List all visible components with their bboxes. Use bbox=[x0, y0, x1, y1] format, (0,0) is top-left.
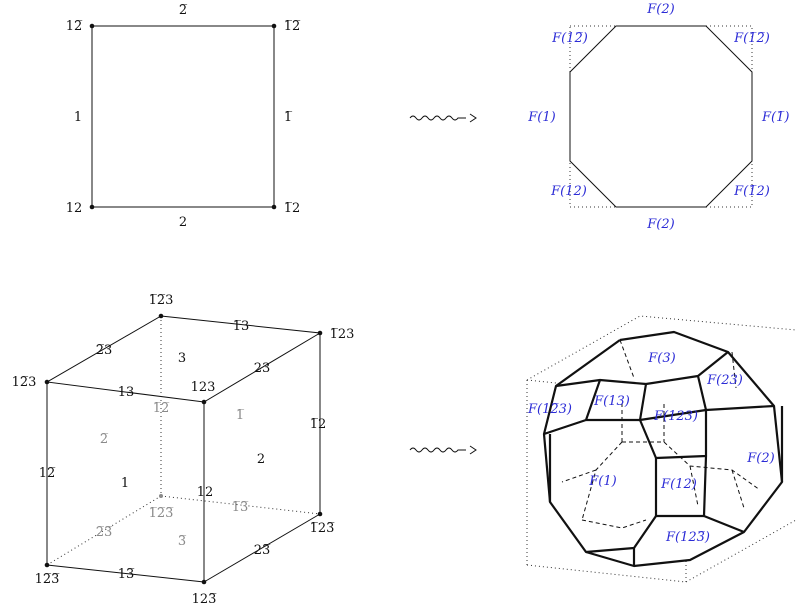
bounding-box-edge bbox=[526, 519, 796, 583]
hidden-edge bbox=[731, 351, 737, 389]
cube-vertex-label: 12̅3 bbox=[12, 375, 37, 390]
arrow-head bbox=[469, 445, 477, 455]
cube-vertex bbox=[44, 379, 50, 385]
square-vertex-bl-label: 12 bbox=[66, 201, 83, 216]
octagon-outline bbox=[569, 25, 753, 208]
cube-edge bbox=[203, 513, 321, 583]
square-vertex-tr-label: 1̅2̅ bbox=[284, 19, 301, 34]
octagon-face-bottom-label: F(2) bbox=[646, 217, 674, 232]
cube-face-label: 3 bbox=[178, 351, 186, 366]
octagon-bounding-box bbox=[569, 25, 753, 208]
square-vertex bbox=[89, 23, 95, 29]
square-vertex-tl-label: 12̅ bbox=[66, 19, 83, 34]
cube-hidden-edge bbox=[160, 495, 321, 515]
square-vertex-br-label: 1̅2 bbox=[284, 201, 301, 216]
cube-hidden-face-label: 2̅ bbox=[100, 432, 108, 447]
visible-edge bbox=[585, 515, 657, 554]
cube-hidden-edge-label: 1̅2̅ bbox=[153, 401, 170, 416]
face-label: F(1) bbox=[588, 474, 616, 489]
face-label: F(13) bbox=[593, 394, 630, 409]
cube-edge-label: 23 bbox=[254, 361, 271, 376]
wavy-arrow-shaft bbox=[409, 115, 466, 121]
square-diagram: 12̅ 1̅2̅ 12 1̅2 2̅ 2 1 1̅ bbox=[66, 3, 301, 230]
square-vertex bbox=[271, 204, 277, 210]
square-edge-top-label: 2̅ bbox=[179, 3, 187, 18]
cube-hidden-vertex bbox=[159, 494, 163, 498]
face-label: F(12) bbox=[660, 477, 697, 492]
cube-face-label: 2 bbox=[257, 452, 265, 467]
octagon-face-br-label: F(1̅2) bbox=[733, 184, 770, 199]
arrow-head bbox=[469, 113, 477, 123]
cube-hidden-edge-label: 2̅3̅ bbox=[96, 525, 113, 540]
square-vertex bbox=[89, 204, 95, 210]
cube-edge-label: 12 bbox=[197, 485, 214, 500]
cube-edge-label: 1̅3 bbox=[233, 319, 250, 334]
bounding-box-edge bbox=[526, 315, 796, 381]
arrow-top bbox=[409, 113, 477, 123]
hidden-edge bbox=[581, 519, 647, 529]
octagon-face-bl-label: F(12) bbox=[550, 184, 587, 199]
cube-vertex-label: 12̅3̅ bbox=[35, 572, 60, 587]
cube-edge-label: 13 bbox=[118, 385, 135, 400]
octagon-face-left-label: F(1) bbox=[527, 110, 555, 125]
octagon-face-right-label: F(1̅) bbox=[761, 110, 789, 125]
bounding-box-edge bbox=[526, 379, 557, 384]
hidden-edge bbox=[561, 469, 597, 483]
visible-edge bbox=[555, 351, 729, 388]
cube-vertex-label: 1̅23̅ bbox=[310, 521, 335, 536]
cube-vertex bbox=[201, 579, 207, 585]
face-label: F(23) bbox=[706, 373, 743, 388]
face-label: F(2) bbox=[746, 451, 774, 466]
octagon-face-top-label: F(2) bbox=[646, 2, 674, 17]
cube-vertex bbox=[317, 511, 323, 517]
square-edge-bottom-label: 2 bbox=[179, 215, 187, 230]
cube-vertex-label: 1̅2̅3 bbox=[149, 293, 174, 308]
cube-vertex bbox=[317, 330, 323, 336]
cube-vertex bbox=[158, 313, 164, 319]
cube-edge bbox=[46, 564, 205, 583]
cube-diagram: 1̅2̅3 1̅23 12̅3 123 12̅3̅ 123̅ 1̅23̅ 1̅2… bbox=[12, 293, 355, 607]
face-label: F(12̅3) bbox=[527, 402, 572, 417]
octagon-face-tl-label: F(12̅) bbox=[551, 31, 588, 46]
cube-vertex-label: 123̅ bbox=[192, 592, 217, 607]
square-vertex bbox=[271, 23, 277, 29]
cube-vertex-label: 123 bbox=[191, 380, 216, 395]
arrow-bottom bbox=[409, 445, 477, 455]
octagon-face-tr-label: F(1̅2̅) bbox=[733, 31, 770, 46]
cube-hidden-face-label: 3̅ bbox=[178, 534, 186, 549]
cube-hidden-edge-label: 1̅3̅ bbox=[232, 500, 249, 515]
octagon-diagram: F(2) F(2) F(1) F(1̅) F(12̅) F(1̅2̅) F(12… bbox=[527, 2, 789, 232]
cube-edge-label: 13̅ bbox=[118, 567, 135, 582]
cube-vertex bbox=[201, 399, 207, 405]
face-label: F(123) bbox=[653, 409, 698, 424]
cube-edge-label: 12̅ bbox=[39, 466, 56, 481]
cube-vertex bbox=[44, 562, 50, 568]
cube-edge-label: 1̅2 bbox=[310, 417, 327, 432]
cube-edge-label: 23̅ bbox=[254, 543, 271, 558]
cube-hidden-vertex-label: 1̅2̅3̅ bbox=[149, 506, 174, 521]
wavy-arrow-shaft bbox=[409, 447, 466, 453]
face-label: F(3) bbox=[647, 351, 675, 366]
face-label: F(123̅) bbox=[665, 530, 710, 545]
cube-face-label: 1 bbox=[121, 476, 129, 491]
square-edge-right-label: 1̅ bbox=[284, 110, 292, 125]
square-outline bbox=[91, 25, 275, 208]
square-edge-left-label: 1 bbox=[74, 110, 82, 125]
hidden-edge bbox=[731, 469, 745, 509]
cube-vertex-label: 1̅23 bbox=[330, 327, 355, 342]
cube-hidden-face-label: 1̅ bbox=[236, 408, 244, 423]
visible-edge bbox=[703, 514, 745, 534]
permutohedron-diagram: F(3) F(23) F(12̅3) F(13) F(123) F(2) F(1… bbox=[526, 315, 796, 583]
hidden-edge bbox=[619, 339, 635, 379]
silhouette-edge bbox=[542, 330, 784, 568]
cube-edge-label: 2̅3 bbox=[96, 343, 113, 358]
